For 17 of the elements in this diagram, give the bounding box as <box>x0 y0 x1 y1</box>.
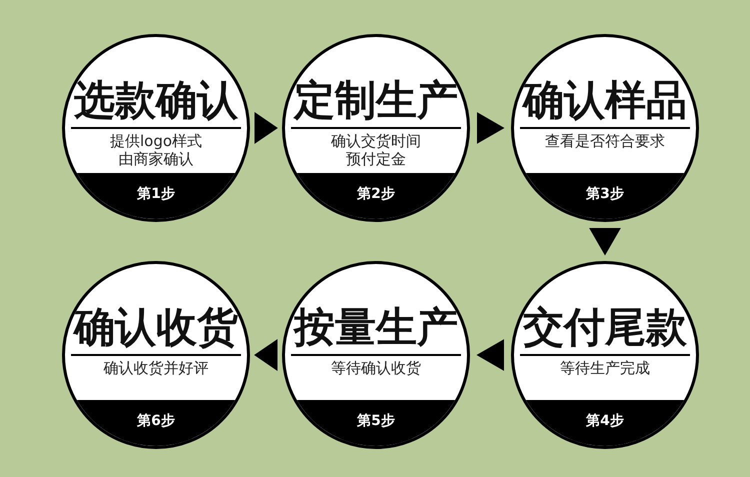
step-title: 确认样品 <box>523 77 687 123</box>
step-description: 提供logo样式由商家确认 <box>108 132 204 168</box>
step-title: 交付尾款 <box>523 304 687 350</box>
arrow <box>589 228 621 256</box>
step-title: 选款确认 <box>74 77 238 123</box>
step-description: 等待生产完成 <box>559 359 651 377</box>
step-description: 等待确认收货 <box>330 359 422 377</box>
arrow <box>477 112 504 144</box>
arrow <box>476 339 504 371</box>
arrow <box>254 339 278 371</box>
step-description: 确认交货时间预付定金 <box>330 132 422 168</box>
arrow <box>254 112 278 144</box>
step-title: 按量生产 <box>294 304 458 350</box>
step-title: 确认收货 <box>74 304 238 350</box>
step-description: 查看是否符合要求 <box>544 132 666 150</box>
step-title: 定制生产 <box>294 77 458 123</box>
step-description: 确认收货并好评 <box>102 359 210 377</box>
